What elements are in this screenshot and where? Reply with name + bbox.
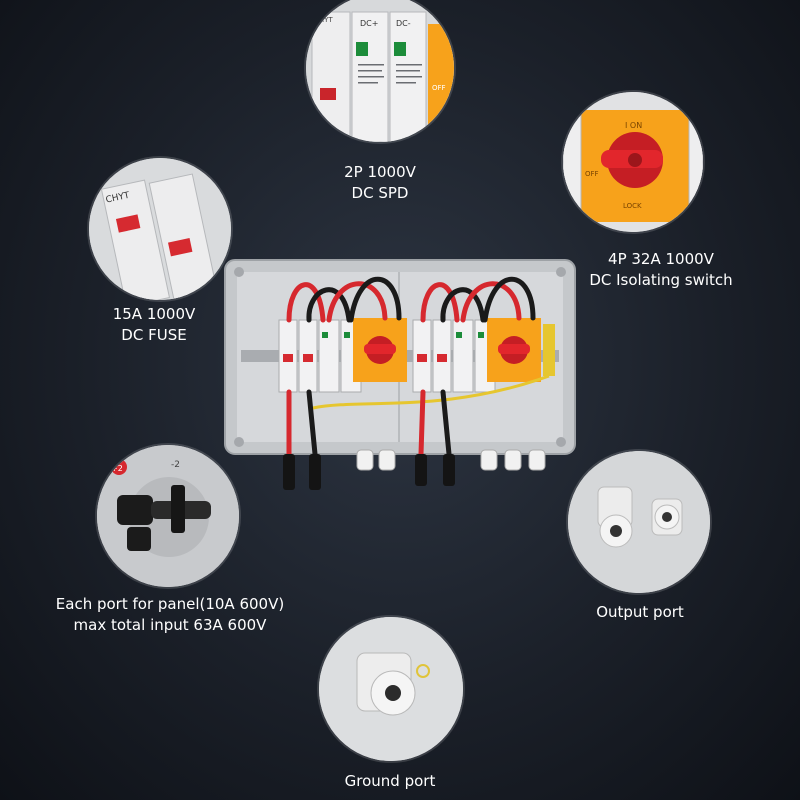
input-port-closeup-circle: +2 -2	[97, 445, 239, 587]
ground-port-label: Ground port	[332, 771, 448, 792]
spd-pos-text: DC+	[360, 19, 378, 28]
isolator-label: 4P 32A 1000V DC Isolating switch	[576, 249, 746, 291]
isolator-on-text: I ON	[625, 121, 642, 130]
fuse-closeup-circle: CHYT	[89, 158, 231, 300]
isolator-label-line1: 4P 32A 1000V	[608, 250, 714, 268]
fuse-label-line1: 15A 1000V	[112, 305, 196, 323]
left-module-group	[278, 318, 407, 393]
spd-label: 2P 1000V DC SPD	[322, 162, 438, 204]
fuse-brand-text: CHYT	[105, 191, 131, 206]
combiner-box-photo	[223, 258, 577, 502]
port-pos-text: +2	[111, 464, 123, 473]
fuse-label: 15A 1000V DC FUSE	[96, 304, 212, 346]
port-neg-text: -2	[171, 460, 180, 470]
input-port-label-line1: Each port for panel(10A 600V)	[55, 595, 285, 613]
isolator-label-line2: DC Isolating switch	[589, 271, 733, 289]
spd-switch-off-text: OFF	[432, 84, 446, 92]
spd-brand-text: CHYT	[314, 16, 333, 24]
fuse-label-line2: DC FUSE	[121, 326, 187, 344]
isolator-off-text: OFF	[585, 170, 599, 178]
input-port-label-line2: max total input 63A 600V	[73, 616, 267, 634]
output-port-closeup-circle	[568, 451, 710, 593]
spd-neg-text: DC-	[396, 19, 411, 28]
isolator-lock-text: LOCK	[623, 202, 642, 210]
spd-label-line2: DC SPD	[351, 184, 409, 202]
right-module-group	[412, 318, 555, 393]
input-port-label: Each port for panel(10A 600V) max total …	[40, 594, 300, 636]
ground-port-label-line1: Ground port	[344, 772, 436, 790]
spd-label-line1: 2P 1000V	[344, 163, 416, 181]
output-port-label-line1: Output port	[596, 603, 684, 621]
isolator-closeup-circle: I ON OFF LOCK	[563, 92, 703, 232]
spd-closeup-circle: DC+ DC- CHYT OFF	[306, 0, 454, 142]
output-port-label: Output port	[582, 602, 698, 623]
ground-port-closeup-circle	[319, 617, 463, 761]
